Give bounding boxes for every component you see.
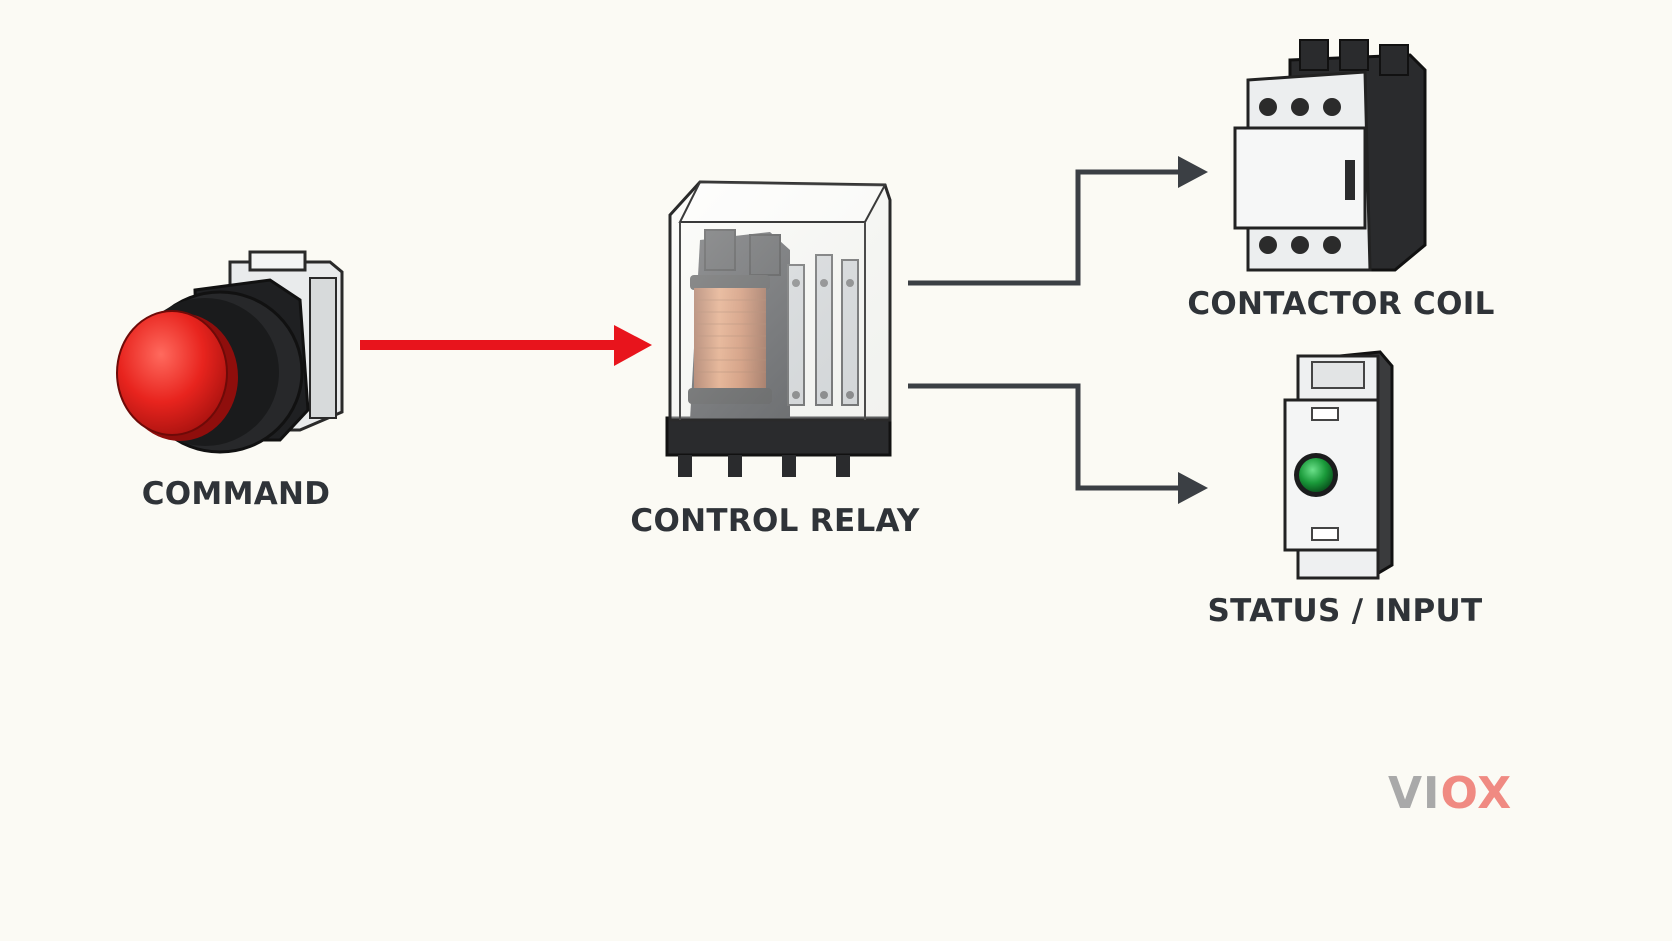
logo-part-2: OX [1440, 768, 1513, 819]
contactor-icon [1233, 39, 1427, 272]
line-to-status [908, 383, 1182, 491]
arrowhead-contactor [1178, 156, 1208, 188]
push-button-icon [116, 250, 344, 454]
command-label: COMMAND [141, 476, 331, 512]
logo-part-1: VI [1388, 768, 1441, 819]
command-arrow [360, 325, 652, 366]
contactor-coil-label: CONTACTOR COIL [1187, 286, 1495, 322]
control-relay-icon [665, 180, 892, 477]
status-input-label: STATUS / INPUT [1207, 593, 1483, 629]
viox-logo: VIOX [1388, 772, 1512, 816]
indicator-module-icon [1283, 350, 1394, 580]
control-relay-label: CONTROL RELAY [630, 503, 920, 539]
arrowhead-status [1178, 472, 1208, 504]
output-lines [908, 169, 1182, 491]
line-to-contactor [908, 169, 1182, 286]
